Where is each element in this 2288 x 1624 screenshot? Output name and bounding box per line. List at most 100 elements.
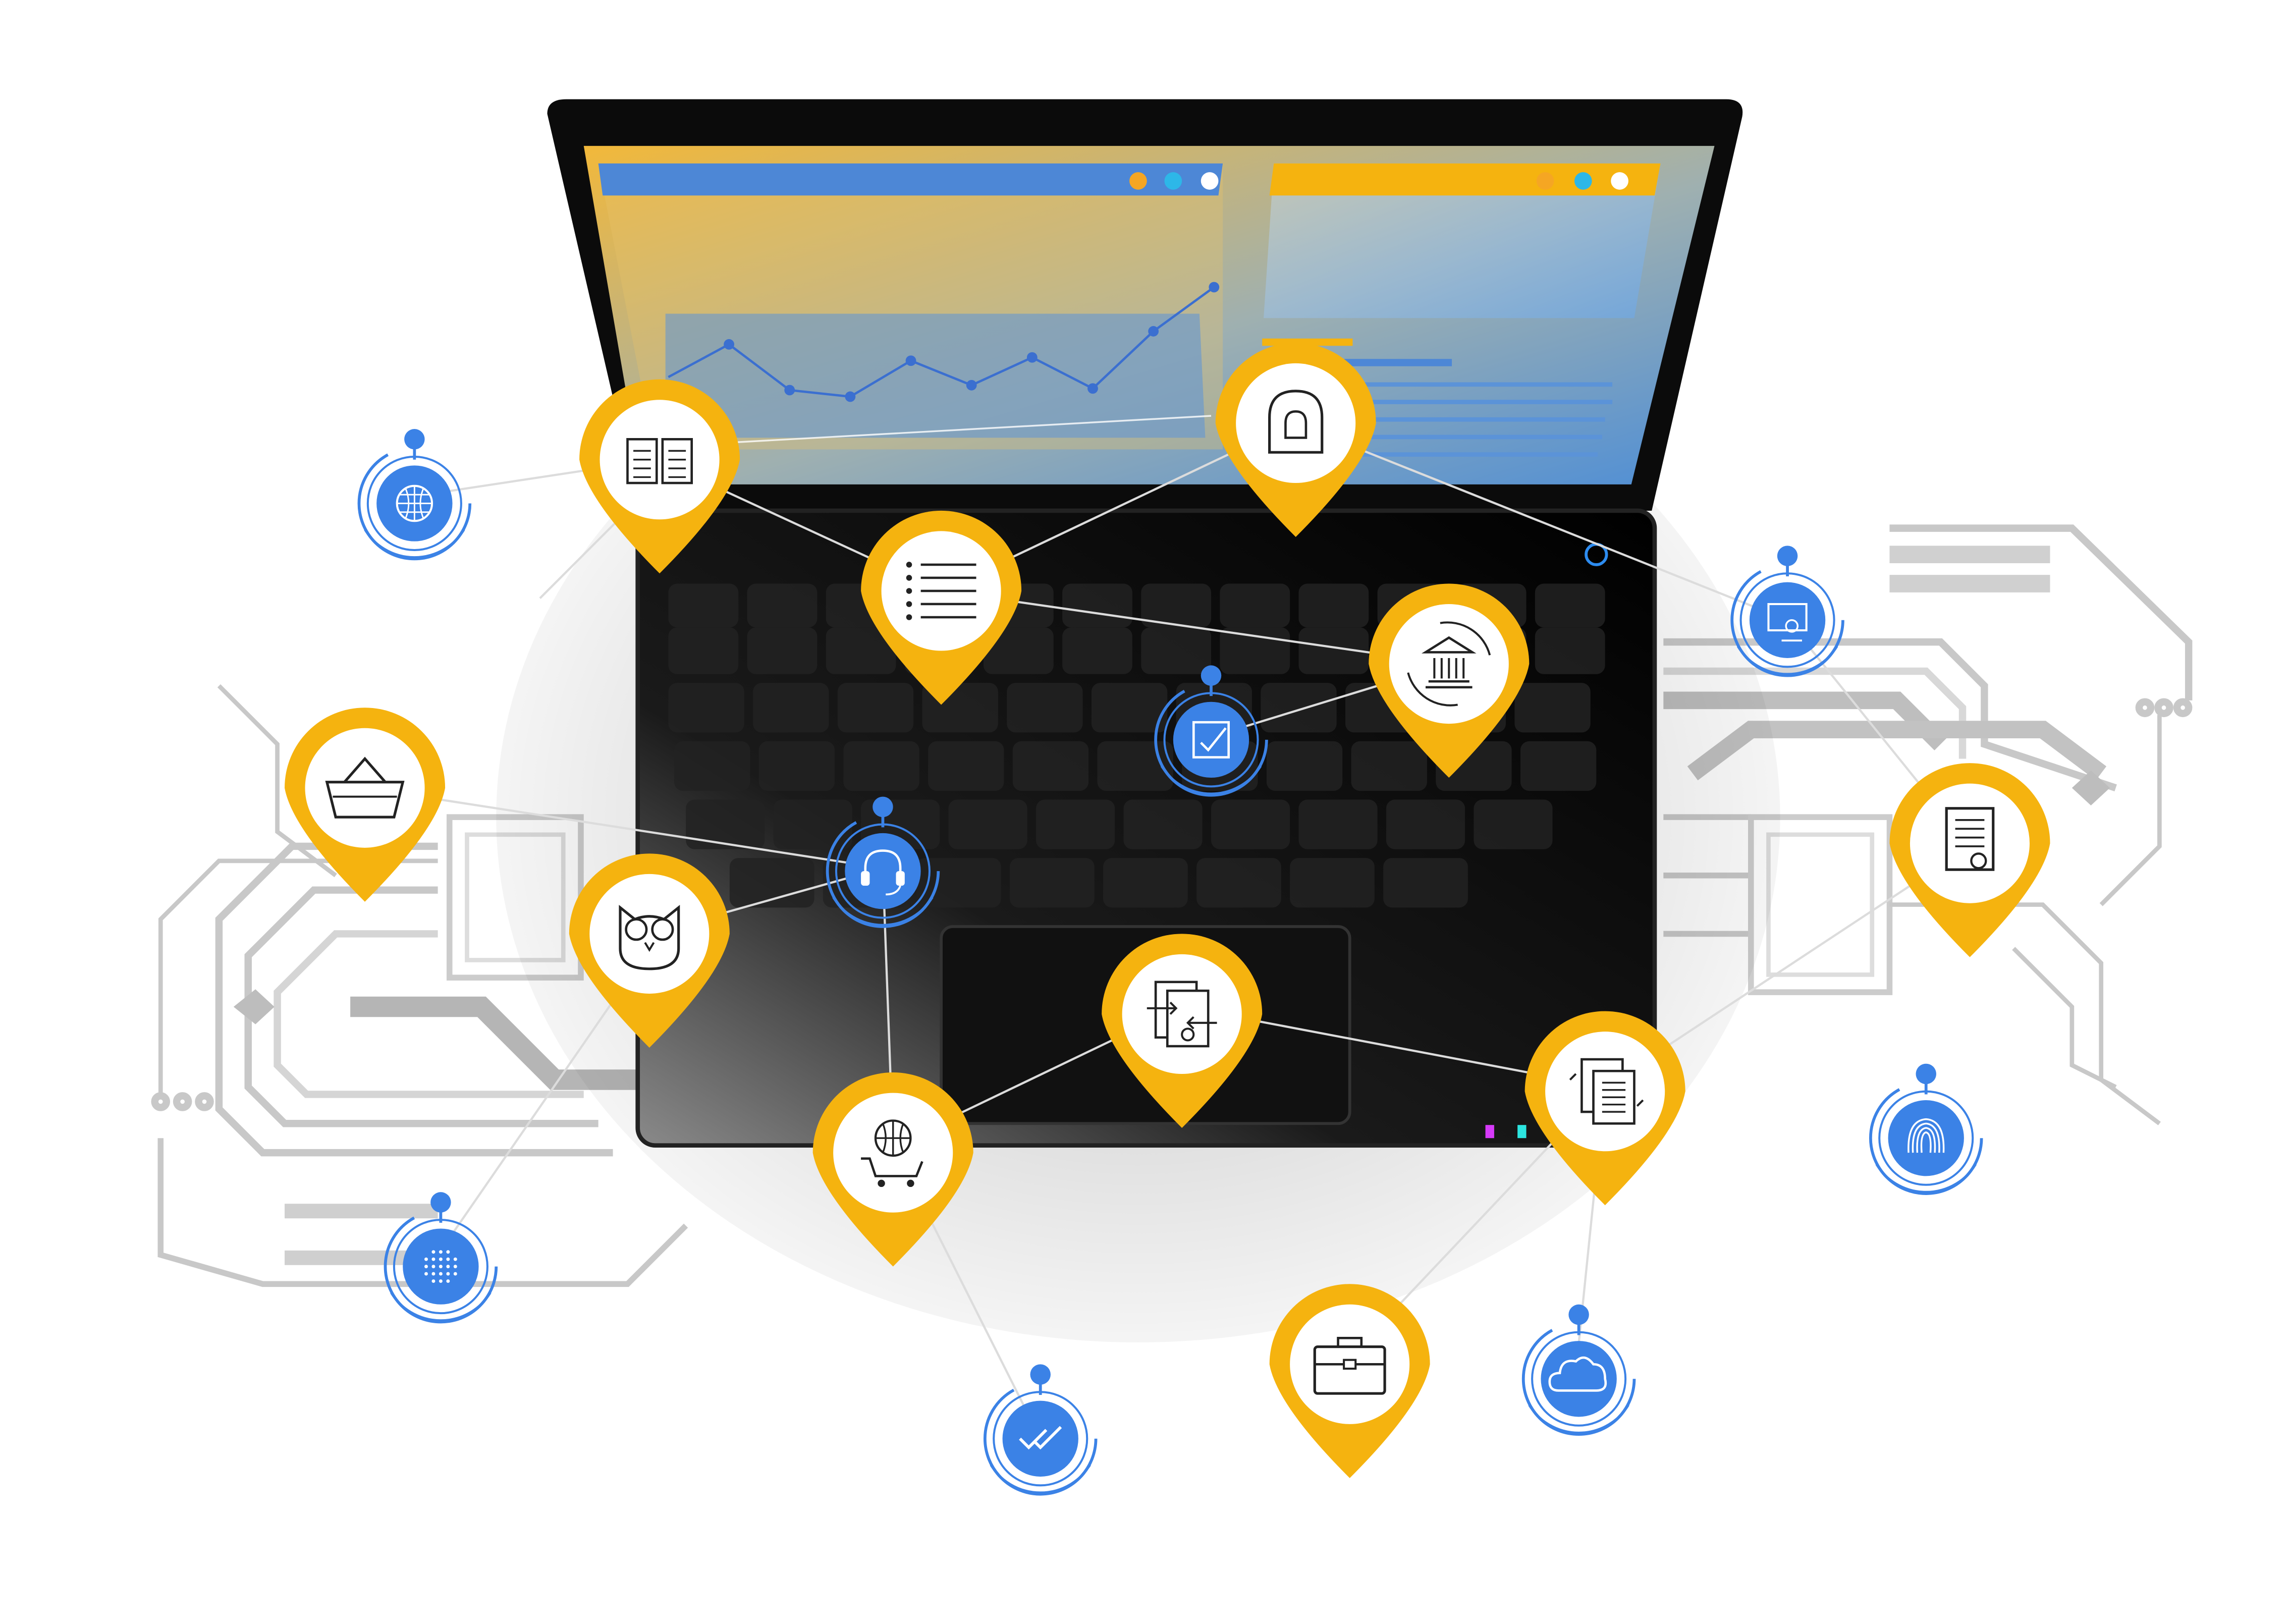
side-window-dot-blue <box>1574 172 1592 190</box>
location-pin[interactable] <box>861 510 1022 705</box>
chart-line <box>668 286 1215 398</box>
location-pin[interactable] <box>812 1072 973 1267</box>
fingerprint-icon <box>1908 1118 1945 1153</box>
window-dot-blue <box>1164 172 1182 190</box>
chart-point <box>1026 352 1038 363</box>
badge[interactable] <box>384 1192 498 1324</box>
globe-icon <box>396 484 433 522</box>
keyboard-key <box>674 741 750 791</box>
badge-ring <box>384 1209 498 1324</box>
keyboard-key <box>1141 583 1211 628</box>
document-copy-icon <box>1569 1058 1644 1125</box>
screen-text-lines <box>1313 382 1613 457</box>
status-led-cyan <box>1517 1125 1527 1139</box>
keyboard-key <box>1062 627 1132 674</box>
chart-point <box>1148 326 1159 337</box>
blue-badges <box>357 429 1983 1496</box>
bank-exchange-icon <box>1407 621 1491 707</box>
briefcase-icon <box>1313 1336 1386 1395</box>
keyboard-key <box>753 683 829 733</box>
keyboard-key <box>1007 683 1083 733</box>
chart-area-fill <box>665 313 1206 438</box>
certificate-icon <box>1945 807 1995 871</box>
location-pin[interactable] <box>1269 1284 1430 1478</box>
badge[interactable] <box>1154 665 1268 797</box>
badge[interactable] <box>983 1364 1098 1496</box>
badge[interactable] <box>1521 1304 1636 1436</box>
keyboard-key <box>1298 583 1369 628</box>
keyboard-key <box>1535 627 1605 674</box>
pin-face <box>589 874 710 994</box>
keyboard-key <box>729 858 814 908</box>
location-pin[interactable] <box>1369 583 1530 778</box>
badge[interactable] <box>826 796 940 928</box>
badge[interactable] <box>1730 546 1844 677</box>
document-transfer-icon <box>1147 981 1217 1048</box>
location-pin[interactable] <box>1102 934 1263 1128</box>
keyboard-key <box>983 627 1054 674</box>
badge-ring <box>826 814 940 928</box>
cloud-icon <box>1548 1356 1607 1392</box>
bullet-list-icon <box>906 562 976 620</box>
keyboard-key <box>1383 858 1468 908</box>
keyboard-key <box>916 858 1001 908</box>
location-pin[interactable] <box>1889 763 2050 957</box>
pin-face <box>600 400 720 520</box>
badge-arc <box>832 896 934 926</box>
location-pin[interactable] <box>569 853 730 1048</box>
badge-face <box>1541 1341 1617 1417</box>
chart-point <box>845 391 856 402</box>
badge-arc <box>390 1292 492 1322</box>
chart-point <box>905 355 916 366</box>
badge-arc <box>990 1464 1091 1494</box>
side-window-titlebar <box>1269 163 1661 196</box>
checkbox-icon <box>1192 721 1230 759</box>
chart-point <box>966 380 977 391</box>
badge-knob <box>873 796 893 818</box>
keyboard-key <box>843 741 919 791</box>
keyboard-key <box>1514 683 1591 733</box>
location-pin[interactable] <box>1524 1011 1685 1206</box>
monitor-user-icon <box>1767 603 1808 642</box>
badge-arc <box>1160 765 1262 795</box>
keyboard-key <box>1211 799 1290 849</box>
badge-ring <box>1521 1322 1636 1436</box>
keyboard-key <box>1103 858 1188 908</box>
badge-ring <box>983 1382 1098 1496</box>
location-pin[interactable] <box>579 379 740 574</box>
keyboard-key <box>1036 799 1115 849</box>
badge-face <box>845 833 921 909</box>
keyboard-key <box>1123 799 1203 849</box>
keyboard-key <box>758 741 835 791</box>
badge-face <box>1888 1100 1964 1176</box>
side-window-dot-orange <box>1536 172 1554 190</box>
chart-point <box>1209 282 1220 293</box>
badge-arc <box>1736 645 1838 675</box>
badge-arc <box>1528 1404 1629 1434</box>
keyboard-key <box>1010 858 1095 908</box>
badge-knob <box>1201 665 1222 686</box>
keyboard-key <box>1520 741 1597 791</box>
keyboard-key <box>1290 858 1375 908</box>
badge-ring <box>1730 563 1844 677</box>
laptop-lid <box>547 99 1743 511</box>
side-window <box>1264 163 1661 318</box>
location-pin[interactable] <box>1215 343 1376 537</box>
keyboard-key <box>1012 741 1089 791</box>
keyboard-key <box>1266 741 1343 791</box>
keyboard-key <box>948 799 1027 849</box>
chart-point <box>1087 383 1098 394</box>
keyboard-key <box>1298 627 1369 674</box>
keyboard-key <box>773 799 852 849</box>
window-dot-orange <box>1129 172 1147 190</box>
location-pin[interactable] <box>285 708 446 902</box>
keyboard-key <box>686 799 765 849</box>
keyboard-key <box>1261 683 1337 733</box>
open-book-icon <box>626 438 693 484</box>
keyboard-key <box>1220 583 1290 628</box>
badge-face <box>1749 582 1826 658</box>
global-cart-icon <box>861 1119 923 1187</box>
badge[interactable] <box>1869 1063 1983 1195</box>
badge[interactable] <box>357 429 472 561</box>
